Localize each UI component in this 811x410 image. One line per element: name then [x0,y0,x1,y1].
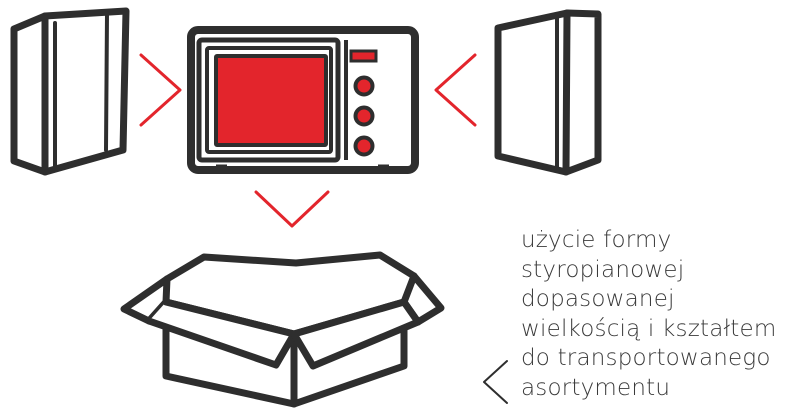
caption-text: użycie formy styropianowej dopasowanej w… [521,226,811,403]
open-cardboard-box-icon [120,251,445,408]
caption-pointer-chevron-icon [483,360,508,404]
foam-panel-left-icon [10,7,130,176]
foam-panel-right-icon [494,9,602,176]
arrow-left-chevron-icon [434,53,477,127]
caption-line: wielkością i kształtem [521,315,777,342]
caption-line: dopasowanej [521,286,675,312]
caption-line: użycie formy [521,227,672,253]
caption-line: do transportowanego [521,345,771,371]
microwave-icon [187,26,419,174]
caption-line: asortymentu [521,374,671,401]
arrow-down-chevron-icon [254,190,330,228]
caption-line: styropianowej [521,256,685,283]
arrow-right-chevron-icon [139,53,182,127]
